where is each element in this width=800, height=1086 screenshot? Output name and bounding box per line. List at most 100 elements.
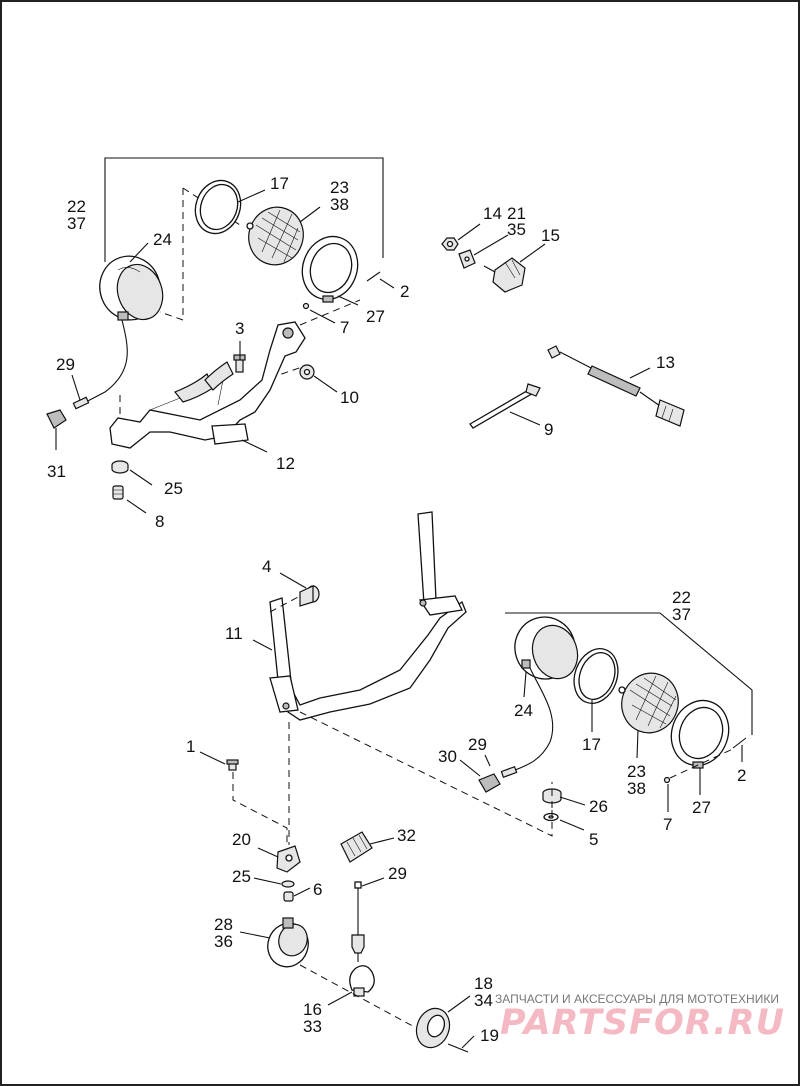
trim-ring-lower bbox=[670, 699, 730, 769]
callout-37-lower: 37 bbox=[672, 605, 691, 624]
watermark-logo: PARTSFOR.RU bbox=[500, 1003, 785, 1043]
callout-38-lower: 38 bbox=[627, 779, 646, 798]
lamp-housing-lower bbox=[514, 616, 579, 680]
callout-26: 26 bbox=[589, 797, 608, 816]
callout-25-lower: 25 bbox=[232, 867, 251, 886]
callout-7-upper: 7 bbox=[340, 318, 349, 337]
callout-1: 1 bbox=[186, 737, 195, 756]
mount-bracket-lower bbox=[269, 511, 467, 721]
grommet-small bbox=[281, 880, 295, 888]
callout-17-lower: 17 bbox=[582, 735, 601, 754]
lamp-lens-upper bbox=[246, 206, 304, 266]
callout-25-upper: 25 bbox=[164, 479, 183, 498]
callout-37-upper: 37 bbox=[67, 214, 86, 233]
callout-11: 11 bbox=[225, 624, 243, 643]
callout-16: 16 bbox=[303, 1000, 322, 1019]
dashed-line bbox=[232, 772, 288, 845]
leader-lines bbox=[55, 189, 743, 1049]
toggle-switch bbox=[483, 257, 526, 293]
nut-small-upper bbox=[302, 302, 310, 310]
callout-30: 30 bbox=[438, 747, 457, 766]
callout-27-upper: 27 bbox=[366, 307, 385, 326]
dashed-line bbox=[299, 711, 553, 837]
clamp-block bbox=[276, 845, 301, 873]
dashed-line bbox=[299, 299, 361, 326]
callout-21: 21 bbox=[507, 204, 526, 223]
spacer bbox=[269, 585, 320, 613]
callout-24-upper: 24 bbox=[153, 230, 172, 249]
callout-35: 35 bbox=[507, 220, 526, 239]
callout-12: 12 bbox=[276, 454, 295, 473]
connector-housing bbox=[340, 831, 373, 863]
lamp-lens-lower bbox=[618, 672, 679, 734]
trim-ring-upper bbox=[301, 235, 359, 303]
callout-22-lower: 22 bbox=[672, 588, 691, 607]
callout-17-upper: 17 bbox=[270, 174, 289, 193]
callout-10: 10 bbox=[340, 388, 359, 407]
callout-22-upper: 22 bbox=[67, 197, 86, 216]
switch-plate bbox=[458, 249, 476, 269]
fitting-upper bbox=[112, 485, 124, 500]
rubber-boot bbox=[415, 1007, 451, 1049]
callout-3: 3 bbox=[235, 319, 244, 338]
callout-15: 15 bbox=[541, 226, 560, 245]
socket-ring bbox=[267, 917, 309, 968]
callout-32: 32 bbox=[397, 826, 416, 845]
gasket-ring-upper bbox=[194, 179, 242, 235]
callout-8: 8 bbox=[155, 512, 164, 531]
lamp-housing-upper bbox=[99, 255, 164, 321]
wire-terminal-upper bbox=[72, 396, 90, 410]
callout-24-lower: 24 bbox=[514, 701, 533, 720]
screw-lower bbox=[732, 737, 747, 749]
callout-14: 14 bbox=[483, 204, 502, 223]
callout-7-lower: 7 bbox=[663, 815, 672, 834]
callout-29-upper: 29 bbox=[56, 355, 75, 374]
gasket-ring-lower bbox=[573, 648, 619, 704]
callout-23-upper: 23 bbox=[330, 178, 349, 197]
callout-5: 5 bbox=[589, 830, 598, 849]
callout-31: 31 bbox=[47, 462, 66, 481]
wire-lead-upper bbox=[81, 319, 128, 405]
callout-34: 34 bbox=[474, 991, 493, 1010]
connector-upper bbox=[46, 409, 67, 429]
hex-nut-switch bbox=[441, 237, 459, 251]
callout-labels: 22 37 24 17 23 38 2 27 7 3 10 12 29 31 2… bbox=[47, 174, 746, 1045]
dashed-line bbox=[299, 964, 421, 1031]
callout-38-upper: 38 bbox=[330, 195, 349, 214]
callout-4: 4 bbox=[262, 557, 271, 576]
callout-19: 19 bbox=[480, 1026, 499, 1045]
callout-29-bulb: 29 bbox=[388, 864, 407, 883]
callout-6: 6 bbox=[313, 880, 322, 899]
bulb bbox=[349, 965, 375, 997]
wire-lead-lower bbox=[509, 667, 554, 773]
mount-bracket-upper bbox=[109, 321, 306, 449]
nut-lower bbox=[283, 891, 294, 902]
bulb-wire bbox=[351, 881, 365, 962]
wire-terminal-lower bbox=[500, 766, 518, 778]
wire-harness bbox=[547, 345, 685, 427]
nut-small-lower bbox=[663, 776, 671, 784]
callout-2-upper: 2 bbox=[400, 282, 409, 301]
callout-28: 28 bbox=[214, 915, 233, 934]
nut-upper bbox=[299, 364, 315, 380]
callout-9: 9 bbox=[544, 420, 553, 439]
washer-lower bbox=[543, 812, 559, 822]
callout-13: 13 bbox=[656, 353, 675, 372]
callout-27-lower: 27 bbox=[692, 798, 711, 817]
screw-boot bbox=[447, 1043, 469, 1053]
screw-upper bbox=[366, 271, 381, 282]
callout-20: 20 bbox=[232, 830, 251, 849]
grommet-upper bbox=[111, 460, 129, 474]
watermark-caption: ЗАПЧАСТИ И АКСЕССУАРЫ ДЛЯ МОТОТЕХНИКИ bbox=[495, 992, 779, 1006]
callout-33: 33 bbox=[303, 1017, 322, 1036]
callout-36: 36 bbox=[214, 932, 233, 951]
dashed-line bbox=[159, 188, 184, 321]
group-bracket-upper bbox=[104, 157, 384, 262]
callout-2-lower: 2 bbox=[737, 766, 746, 785]
connector-lower bbox=[478, 773, 501, 793]
group-bracket-lower bbox=[505, 612, 753, 735]
bolt-lower bbox=[226, 759, 239, 771]
